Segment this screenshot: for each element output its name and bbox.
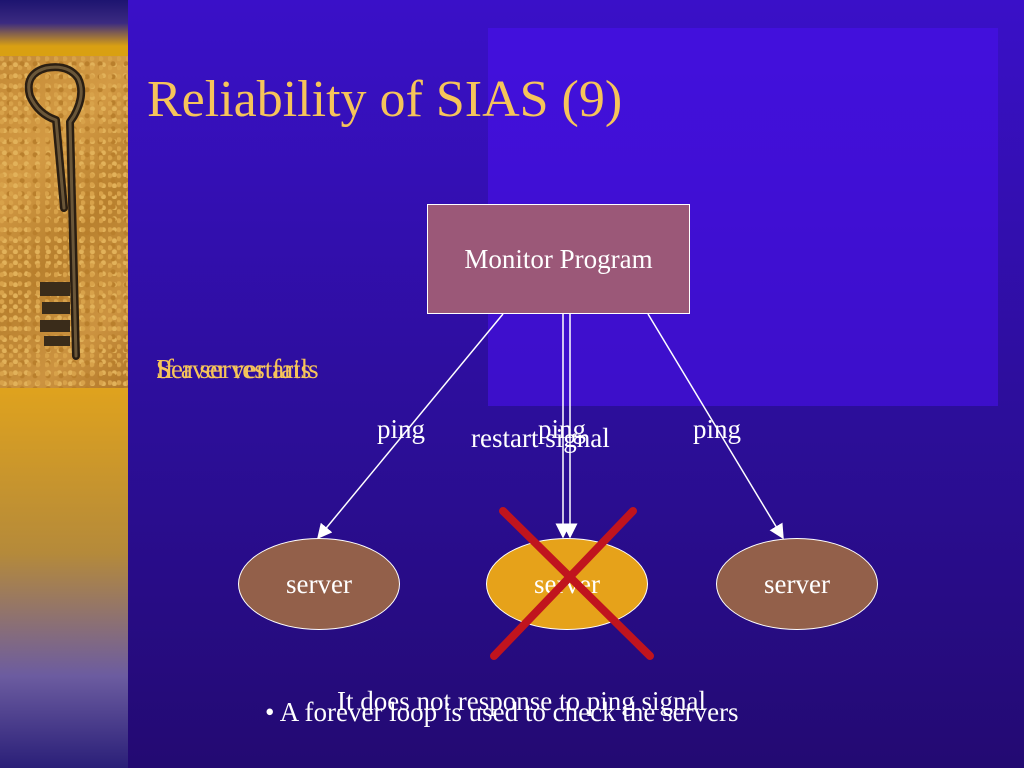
server-node-right: server — [716, 538, 878, 630]
ping-label-middle: ping — [538, 414, 587, 444]
status-server-restarts: Server restarts — [156, 354, 312, 384]
monitor-program-label: Monitor Program — [464, 243, 653, 274]
bullet-forever-loop: • A forever loop is used to check the se… — [265, 697, 739, 727]
server-label: server — [764, 568, 830, 599]
restart-signal-label: restart signal — [471, 423, 610, 453]
slide-title: Reliability of SIAS (9) — [147, 71, 623, 128]
server-label: server — [286, 568, 352, 599]
server-node-left: server — [238, 538, 400, 630]
status-server-fails: If a server fails — [156, 354, 319, 384]
ping-arrow-right — [647, 313, 784, 540]
failure-note: It does not response to ping signal — [337, 686, 706, 716]
key-photo-panel — [0, 56, 128, 388]
ping-label-left: ping — [377, 414, 426, 444]
key-icon — [24, 63, 86, 360]
ping-arrow-left — [317, 313, 504, 540]
monitor-program-box: Monitor Program — [427, 204, 690, 314]
ping-label-right: ping — [693, 414, 742, 444]
